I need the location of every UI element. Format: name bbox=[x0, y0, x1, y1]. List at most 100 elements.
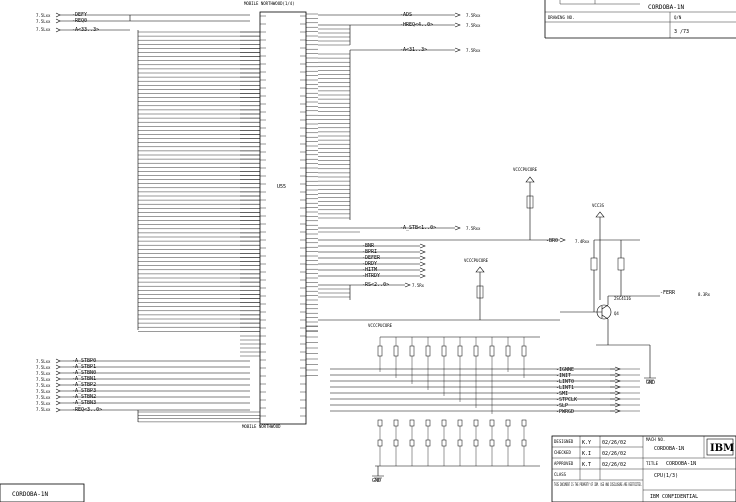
gnd-symbol bbox=[372, 475, 384, 481]
signal-arrow bbox=[454, 225, 461, 231]
capacitor bbox=[393, 419, 399, 427]
vcc-core-1: VCCCPUCORE bbox=[513, 167, 538, 172]
pullup-resistor bbox=[425, 345, 431, 357]
sig-hreq-ref: 7.5Rxx bbox=[466, 23, 481, 28]
q4-ref: Q4 bbox=[614, 311, 619, 316]
input-arrow bbox=[55, 394, 61, 400]
lb-ref-0: 7.5Lxx bbox=[36, 359, 51, 364]
vcc3s-arrow bbox=[595, 211, 605, 218]
resistor bbox=[617, 257, 625, 271]
ibm-logo: IBM bbox=[710, 443, 734, 454]
drawing-no-label: DRAWING NO. bbox=[548, 15, 575, 20]
capacitor bbox=[473, 439, 479, 447]
capacitor bbox=[521, 419, 527, 427]
tb-name-1: K.I bbox=[582, 451, 591, 457]
out-6: -SLP bbox=[556, 403, 568, 409]
ctl-2: -DEFER bbox=[362, 255, 381, 261]
capacitor bbox=[473, 419, 479, 427]
tb-label-2: APPROVED bbox=[554, 461, 574, 466]
capacitor bbox=[505, 439, 511, 447]
signal-arrow bbox=[419, 255, 426, 261]
sig-ferr: -FERR bbox=[660, 290, 676, 296]
input-arrow bbox=[55, 358, 61, 364]
out-2: -LINT0 bbox=[556, 379, 574, 385]
pullup-resistor bbox=[473, 345, 479, 357]
sheet-number: 3 /73 bbox=[674, 29, 689, 35]
ibm-logo-box bbox=[706, 438, 734, 456]
signal-arrow bbox=[419, 267, 426, 273]
lb-ref-6: 7.5Lxx bbox=[36, 395, 51, 400]
vcc-core-2: VCCCPUCORE bbox=[464, 258, 489, 263]
lb-ref-2: 7.5Lxx bbox=[36, 371, 51, 376]
output-signal-block: -IGNNE -INIT -LINT0 -LINT1 -SMI -STPCLK … bbox=[556, 367, 577, 415]
lb-label-4: -A_STBP2 bbox=[72, 382, 96, 388]
left-input-block: 7.5Lxx -DEFY 7.5Lxx -REQ0 7.5Lxx -A<33..… bbox=[36, 12, 99, 33]
signal-arrow bbox=[419, 273, 426, 279]
out-4: -SMI bbox=[556, 391, 568, 397]
tb-label-1: CHECKED bbox=[554, 450, 571, 455]
sig-ferr-ref: 8.3Rx bbox=[698, 292, 711, 297]
lb-label-5: -A_STBP3 bbox=[72, 388, 96, 394]
ctl-4: -HITM bbox=[362, 267, 377, 273]
capacitor bbox=[457, 419, 463, 427]
input-arrow bbox=[55, 407, 61, 413]
out-7: -PWRGD bbox=[556, 409, 574, 415]
chip-header: MOBILE NORTHWOOD(1/4) bbox=[244, 1, 295, 6]
ctl-5: -HTRDY bbox=[362, 273, 380, 279]
tb-mach-label: MACH NO. bbox=[646, 437, 665, 442]
capacitor bbox=[425, 439, 431, 447]
signal-arrow bbox=[454, 12, 461, 18]
capacitor bbox=[457, 439, 463, 447]
cpu-chip-u55: MOBILE NORTHWOOD(1/4) U55 MOBILE NORTHWO… bbox=[242, 1, 307, 429]
left-input-label-0: -DEFY bbox=[72, 12, 87, 18]
sig-br0-ref: 7.4Rxx bbox=[575, 239, 590, 244]
left-input-ref-0: 7.5Lxx bbox=[36, 13, 51, 18]
pullup-resistor bbox=[393, 345, 399, 357]
out-3: -LINT1 bbox=[556, 385, 574, 391]
lb-label-0: -A_STBP0 bbox=[72, 358, 96, 364]
signal-arrow bbox=[419, 261, 426, 267]
capacitor bbox=[409, 439, 415, 447]
capacitor bbox=[505, 419, 511, 427]
ctl-0: -BNR bbox=[362, 243, 375, 249]
sheet-title-bottom: CORDOBA-1N bbox=[12, 491, 49, 498]
input-arrow bbox=[55, 376, 61, 382]
signal-arrow bbox=[419, 243, 426, 249]
lb-label-8: -REQ<3..0> bbox=[72, 407, 102, 413]
sig-rs-ref: 7.5Rx bbox=[412, 283, 425, 288]
sig-astb: -A_STB<1..0> bbox=[400, 225, 436, 231]
input-arrow bbox=[55, 18, 61, 24]
lb-ref-1: 7.5Lxx bbox=[36, 365, 51, 370]
left-input-ref-2: 7.5Lxx bbox=[36, 27, 51, 32]
capacitor bbox=[425, 419, 431, 427]
vcc3s: VCC3S bbox=[592, 203, 605, 208]
gnd-label-2: GND bbox=[372, 478, 381, 484]
sig-ads-ref: 7.5Rxx bbox=[466, 13, 481, 18]
tb-mach-value: CORDOBA-1N bbox=[654, 446, 684, 452]
sig-a31-ref: 7.5Rxx bbox=[466, 48, 481, 53]
pullup-resistor bbox=[457, 345, 463, 357]
generated-wiring bbox=[55, 12, 656, 481]
chip-ref: U55 bbox=[277, 184, 286, 190]
input-arrow bbox=[55, 382, 61, 388]
input-arrow bbox=[55, 12, 61, 18]
input-arrow bbox=[55, 400, 61, 406]
tb-date-1: 02/26/02 bbox=[602, 451, 626, 457]
capacitor bbox=[393, 439, 399, 447]
tb-label-3: CLASS bbox=[554, 472, 567, 477]
bottom-left-title: CORDOBA-1N bbox=[0, 483, 85, 502]
lb-label-1: -A_STBP1 bbox=[72, 364, 96, 370]
lb-label-3: -A_STBN1 bbox=[72, 376, 96, 382]
input-arrow bbox=[55, 370, 61, 376]
tb-label-0: DESIGNED bbox=[554, 439, 574, 444]
sheet-label: Q/N bbox=[674, 15, 682, 20]
capacitor bbox=[377, 419, 383, 427]
capacitor bbox=[441, 439, 447, 447]
capacitor bbox=[441, 419, 447, 427]
lb-ref-8: 7.5Lxx bbox=[36, 407, 51, 412]
confidential-label: IBM CONFIDENTIAL bbox=[650, 494, 698, 500]
lb-ref-7: 7.5Lxx bbox=[36, 401, 51, 406]
lb-ref-5: 7.5Lxx bbox=[36, 389, 51, 394]
capacitor bbox=[521, 439, 527, 447]
capacitor bbox=[409, 419, 415, 427]
